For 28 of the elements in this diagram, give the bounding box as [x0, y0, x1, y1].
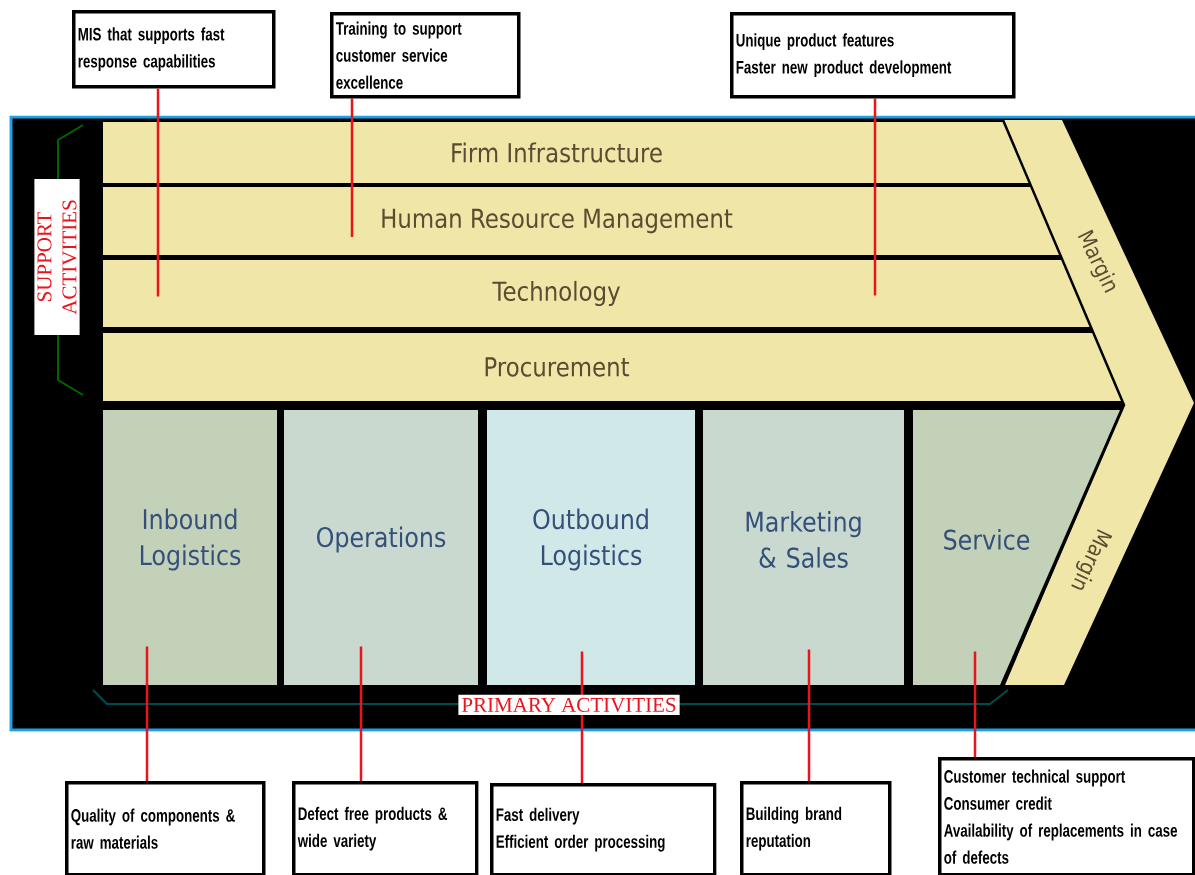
- activity-band: Procurement: [103, 333, 1125, 401]
- node-label: Procurement: [485, 357, 630, 377]
- callout-box: Defect free products & wide variety: [292, 781, 479, 875]
- node-label: Human Resource Management: [382, 208, 733, 234]
- callout-box: Training to support customer service excellence: [330, 12, 521, 99]
- section-label: PRIMARY ACTIVITIES: [458, 694, 680, 716]
- leader-line: [807, 649, 811, 781]
- node-label: Technology: [492, 280, 620, 307]
- callout-box: Fast delivery Efficient order processing: [490, 783, 717, 875]
- callout-box: Customer technical support Consumer credit Availability of replacements in case of defects: [938, 757, 1195, 875]
- leader-line: [350, 98, 354, 237]
- activity-box: Marketing & Sales: [703, 410, 904, 685]
- callout-box: Building brand reputation: [740, 781, 892, 875]
- callout-box: Unique product features Faster new product development: [730, 12, 1016, 99]
- leader-line: [145, 646, 149, 781]
- leader-line: [359, 646, 363, 781]
- side-label: SUPPORT ACTIVITIES: [34, 179, 80, 335]
- activity-band: Human Resource Management: [103, 187, 1062, 255]
- leader-line: [973, 651, 977, 757]
- activity-box: Operations: [284, 410, 478, 685]
- activity-box: Outbound Logistics: [487, 410, 695, 685]
- leader-line: [873, 98, 877, 296]
- callout-box: Quality of components & raw materials: [65, 781, 266, 875]
- callout-box: MIS that supports fast response capabilities: [72, 10, 276, 89]
- node-label: Firm Infrastructure: [452, 142, 662, 163]
- activity-box: Inbound Logistics: [103, 410, 277, 685]
- leader-line: [156, 88, 160, 297]
- activity-band: Firm Infrastructure: [103, 122, 1031, 183]
